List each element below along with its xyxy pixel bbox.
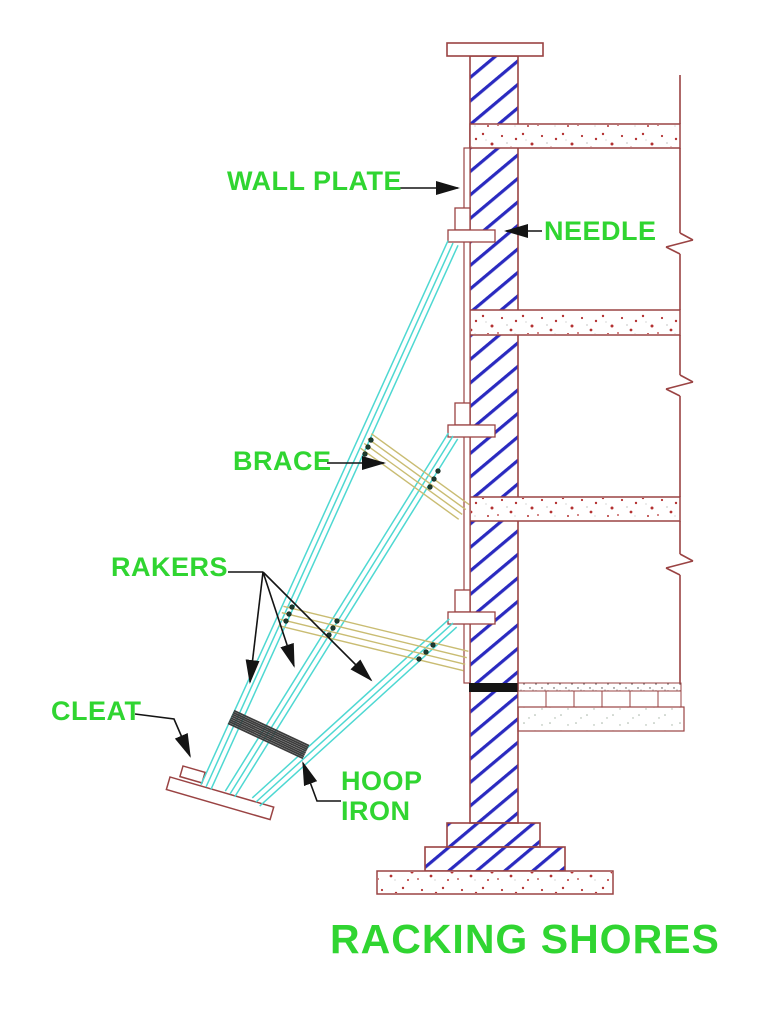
rakers-label: RAKERS [111, 552, 229, 582]
needle-middle [447, 402, 496, 438]
floor-level-bar [469, 683, 518, 692]
leader-arrows [134, 181, 542, 802]
footing-step-2 [424, 846, 566, 872]
ground-floor [469, 682, 685, 732]
building-break-line [665, 75, 694, 683]
cleat-leader [134, 713, 191, 758]
diagram-title: RACKING SHORES [330, 916, 720, 962]
sole-plate [165, 776, 275, 821]
footing-step-1 [446, 822, 541, 848]
foundation-pad [376, 870, 614, 895]
needle-bottom [447, 589, 496, 625]
hoop-iron-band [227, 709, 310, 760]
needle-label: NEEDLE [544, 216, 657, 246]
rakers-leader-2 [262, 571, 295, 668]
rakers-leader-3 [262, 571, 373, 682]
brace-lower [278, 605, 469, 672]
brace-label: BRACE [233, 446, 332, 476]
needle-top [447, 207, 496, 243]
masonry-wall [424, 55, 566, 872]
cleat-label: CLEAT [51, 696, 142, 726]
hoop-iron-leader [302, 761, 341, 802]
raker-top [200, 240, 459, 790]
brace-bolts [283, 437, 441, 662]
wall-plate-label: WALL PLATE [227, 166, 402, 196]
hoop-iron-label: HOOP IRON [341, 766, 423, 826]
roof-slab [469, 123, 681, 149]
parapet-coping [446, 42, 544, 57]
floor-slab-upper [469, 309, 681, 336]
rakers-leader-1 [245, 571, 264, 684]
floor-slab-lower [469, 496, 681, 522]
